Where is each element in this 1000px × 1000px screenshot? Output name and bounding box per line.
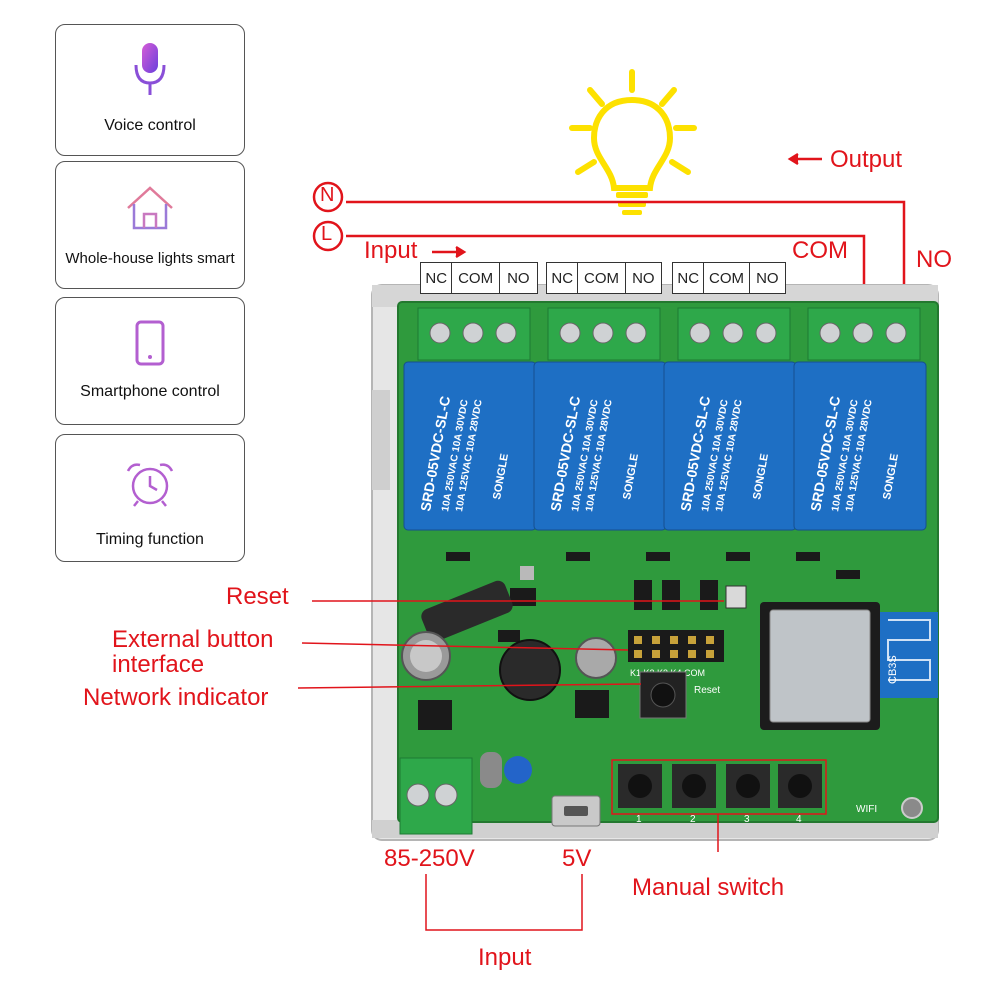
- network-indicator-callout: Network indicator: [83, 684, 269, 711]
- feature-label: Voice control: [104, 117, 196, 134]
- terminal-label-2: NC COM NO: [546, 262, 662, 294]
- n-label: N: [320, 184, 335, 206]
- alarm-clock-icon: [126, 463, 174, 507]
- house-icon: [127, 186, 173, 230]
- external-button-callout: External button: [112, 626, 274, 653]
- reset-callout: Reset: [226, 583, 289, 610]
- module-label: CB3S: [887, 655, 899, 684]
- feature-label: Smartphone control: [80, 383, 220, 400]
- input-bottom-label: Input: [478, 944, 532, 971]
- button-number: 2: [690, 814, 696, 825]
- feature-card-smartphone: Smartphone control: [55, 297, 245, 425]
- input-top-label: Input: [364, 237, 418, 264]
- smartphone-icon: [135, 320, 165, 366]
- button-number: 1: [636, 814, 642, 825]
- button-number: 4: [796, 814, 802, 825]
- feature-label: Whole-house lights smart: [65, 250, 235, 267]
- manual-switch-label: Manual switch: [632, 874, 785, 901]
- feature-card-timing: Timing function: [55, 434, 245, 562]
- feature-label: Timing function: [96, 531, 204, 548]
- external-button-callout-line2: interface: [112, 651, 205, 678]
- output-label: Output: [830, 146, 903, 173]
- power-ac-label: 85-250V: [384, 845, 475, 872]
- power-dc-label: 5V: [562, 845, 592, 872]
- terminal-label-3: NC COM NO: [672, 262, 786, 294]
- button-number: 3: [744, 814, 750, 825]
- l-label: L: [321, 223, 333, 245]
- microphone-icon: [134, 43, 166, 95]
- no-label: NO: [916, 246, 952, 273]
- feature-card-voice: Voice control: [55, 24, 245, 156]
- relay-channels: [403, 307, 927, 531]
- wifi-silk: WIFI: [856, 804, 877, 815]
- reset-silk: Reset: [694, 685, 720, 696]
- feature-card-house: Whole-house lights smart: [55, 161, 245, 289]
- terminal-label-1: NC COM NO: [420, 262, 538, 294]
- com-label: COM: [792, 237, 848, 264]
- light-bulb-icon: [569, 69, 697, 215]
